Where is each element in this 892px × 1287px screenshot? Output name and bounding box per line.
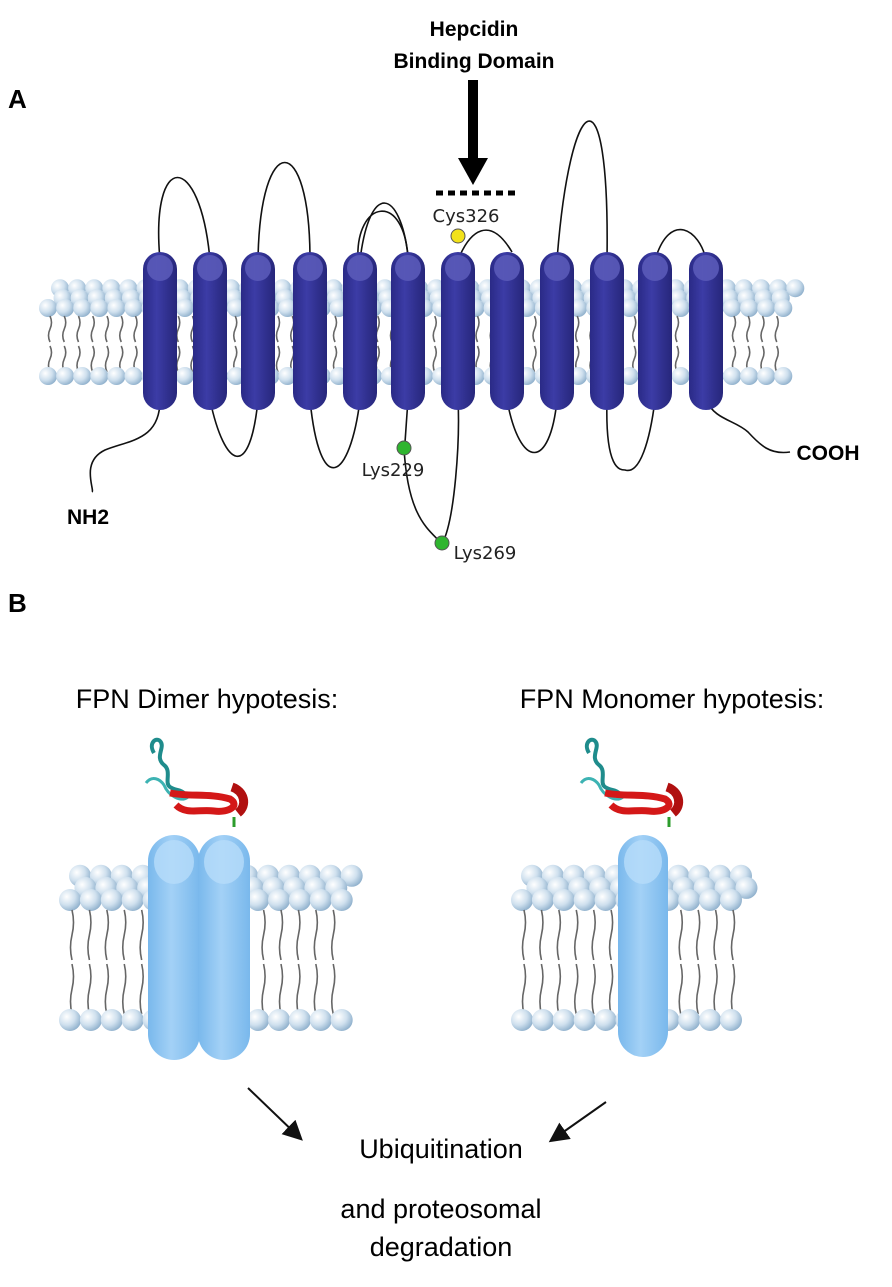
n-terminus-label: NH2	[67, 506, 109, 529]
lys229-marker	[396, 440, 412, 456]
outcome-line3: degradation	[370, 1232, 513, 1262]
hepcidin-binding-label-line2: Binding Domain	[394, 50, 555, 73]
fpn-monomer-cylinder	[618, 835, 668, 1057]
helix-tm2	[193, 252, 227, 410]
protein-backbone	[89, 120, 791, 545]
monomer-to-outcome-arrow	[548, 1101, 607, 1143]
helix-tm4	[293, 252, 327, 410]
fpn-monomer	[618, 835, 668, 1057]
helix-tm9	[540, 252, 574, 410]
helix-tm10	[590, 252, 624, 410]
helix-tm7	[441, 252, 475, 410]
dimer-to-outcome-arrow	[247, 1087, 303, 1141]
cys326-marker	[450, 228, 466, 244]
panel-a: A Hepcidin Binding Domain	[8, 18, 860, 564]
dimer-title: FPN Dimer hypotesis:	[76, 684, 339, 714]
monomer-title: FPN Monomer hypotesis:	[520, 684, 825, 714]
panel-b-letter: B	[8, 588, 27, 618]
lys269-label: Lys269	[454, 543, 517, 564]
outcome-line2: and proteosomal	[340, 1194, 541, 1224]
panel-a-letter: A	[8, 84, 27, 114]
lys269-marker	[434, 535, 450, 551]
helix-tm8	[490, 252, 524, 410]
fpn-dimer-subunit-1	[148, 835, 200, 1060]
helix-tm3	[241, 252, 275, 410]
helix-tm12	[689, 252, 723, 410]
hepcidin-binding-label-line1: Hepcidin	[430, 18, 519, 41]
cys326-label: Cys326	[433, 206, 500, 227]
fpn-dimer	[148, 835, 250, 1060]
helix-tm1	[143, 252, 177, 410]
panel-b: B FPN Dimer hypotesis: FPN Monomer hypot…	[8, 588, 824, 1262]
hepcidin-structure-dimer	[144, 737, 249, 827]
outcome-line1: Ubiquitination	[359, 1134, 523, 1164]
hepcidin-structure-monomer	[579, 737, 684, 827]
fpn-dimer-subunit-2	[198, 835, 250, 1060]
c-terminus-label: COOH	[797, 442, 860, 465]
lipid-bilayer-monomer	[511, 864, 758, 1031]
binding-domain-arrow	[458, 80, 488, 185]
helix-tm11	[638, 252, 672, 410]
helix-tm5	[343, 252, 377, 410]
helix-tm6	[391, 252, 425, 410]
lys229-label: Lys229	[362, 460, 425, 481]
transmembrane-helices	[143, 252, 723, 410]
